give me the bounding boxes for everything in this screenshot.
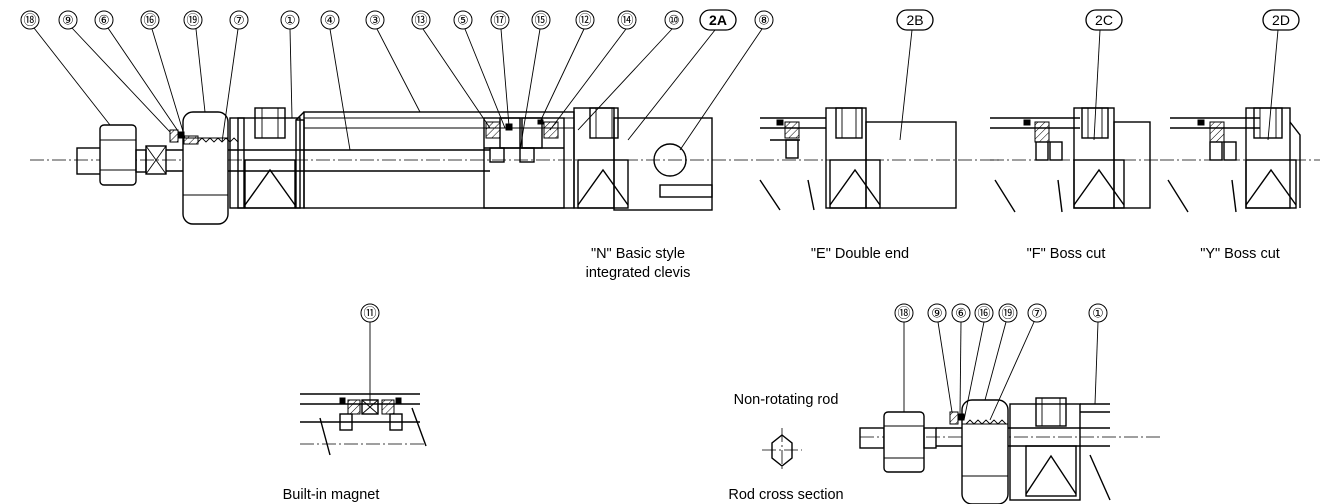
svg-text:⑯: ⑯ [977,306,990,321]
label-11: ⑪ [360,303,380,323]
rod-end-nut [99,124,137,186]
svg-text:⑨: ⑨ [62,13,74,28]
svg-text:2A: 2A [709,12,727,28]
rod-label-19: ⑲ [998,303,1018,323]
caption-n-line2: integrated clevis [586,265,691,281]
variant-2b-double-end [759,107,1000,211]
svg-text:③: ③ [369,13,381,28]
svg-text:2B: 2B [906,12,923,28]
caption-rod-cross-section: Rod cross section [728,487,843,503]
svg-text:①: ① [1092,306,1104,321]
svg-text:⑩: ⑩ [668,13,680,28]
label-10: ⑩ [664,10,684,30]
rod-label-7: ⑦ [1027,303,1047,323]
label-3: ③ [365,10,385,30]
svg-text:⑫: ⑫ [578,13,591,28]
label-18: ⑱ [20,10,40,30]
svg-text:2D: 2D [1272,12,1290,28]
svg-text:④: ④ [324,13,336,28]
svg-text:⑭: ⑭ [620,13,633,28]
svg-text:⑱: ⑱ [897,306,910,321]
label-14: ⑭ [617,10,637,30]
rod-label-9: ⑨ [927,303,947,323]
caption-f: "F" Boss cut [1027,246,1106,262]
caption-n-line1: "N" Basic style [591,246,685,262]
label-15: ⑮ [531,10,551,30]
piston-assembly [483,117,565,209]
label-2a: 2A [699,9,737,31]
label-2c: 2C [1085,9,1123,31]
label-19: ⑲ [183,10,203,30]
rod-label-6: ⑥ [951,303,971,323]
svg-text:⑨: ⑨ [931,306,943,321]
svg-text:⑬: ⑬ [414,13,427,28]
svg-text:2C: 2C [1095,12,1113,28]
svg-text:⑰: ⑰ [493,13,506,28]
svg-text:⑥: ⑥ [98,13,110,28]
label-5: ⑤ [453,10,473,30]
label-16: ⑯ [140,10,160,30]
built-in-magnet-detail: ⑪ [300,303,427,456]
svg-text:⑪: ⑪ [363,306,376,321]
svg-text:⑥: ⑥ [955,306,967,321]
label-17: ⑰ [490,10,510,30]
svg-text:⑦: ⑦ [233,13,245,28]
variant-2d-boss-cut [1160,107,1320,213]
main-part-labels: ⑱ ⑨ ⑥ ⑯ ⑲ ⑦ ① ④ ③ ⑬ ⑤ ⑰ ⑮ ⑫ ⑭ ⑩ 2A ⑧ [20,9,774,151]
hexagon-rod-section [762,428,802,472]
label-2d: 2D [1262,9,1300,31]
svg-text:⑲: ⑲ [186,13,199,28]
variant-2c-boss-cut [990,107,1160,213]
svg-text:⑱: ⑱ [23,13,36,28]
svg-text:⑮: ⑮ [534,13,547,28]
rod-label-18: ⑱ [894,303,914,323]
label-13: ⑬ [411,10,431,30]
label-7: ⑦ [229,10,249,30]
main-cylinder-drawing [30,107,760,225]
svg-text:⑧: ⑧ [758,13,770,28]
svg-text:⑤: ⑤ [457,13,469,28]
rod-part-labels: ⑱ ⑨ ⑥ ⑯ ⑲ ⑦ ① [894,303,1108,421]
svg-text:⑦: ⑦ [1031,306,1043,321]
label-1: ① [280,10,300,30]
svg-text:⑯: ⑯ [143,13,156,28]
svg-text:⑲: ⑲ [1001,306,1014,321]
label-2b: 2B [896,9,934,31]
label-6: ⑥ [94,10,114,30]
label-9: ⑨ [58,10,78,30]
non-rotating-rod-drawing [859,397,1160,504]
caption-non-rotating-rod: Non-rotating rod [734,392,839,408]
mounting-nut [182,111,229,225]
caption-e: "E" Double end [811,246,909,262]
label-8: ⑧ [754,10,774,30]
caption-y: "Y" Boss cut [1200,246,1280,262]
label-4: ④ [320,10,340,30]
rod-label-1: ① [1088,303,1108,323]
label-12: ⑫ [575,10,595,30]
caption-built-in-magnet: Built-in magnet [283,487,380,503]
rod-label-16: ⑯ [974,303,994,323]
svg-text:①: ① [284,13,296,28]
